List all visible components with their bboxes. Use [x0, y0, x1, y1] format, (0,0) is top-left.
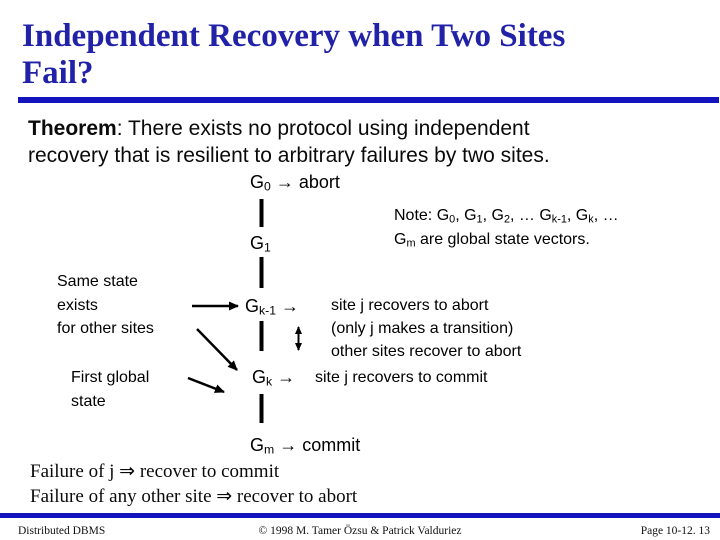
footer-left: Distributed DBMS [18, 525, 106, 537]
theorem-line2: recovery that is resilient to arbitrary … [28, 144, 550, 167]
title-rule [18, 97, 719, 103]
gk-label: Gk → [252, 367, 296, 389]
slide-title-line2: Fail? [22, 55, 94, 91]
note-line1: Note: G0, G1, G2, … Gk-1, Gk, … [394, 207, 619, 226]
theorem-line1: Theorem: There exists no protocol using … [28, 115, 550, 142]
gk-description: site j recovers to commit [315, 369, 488, 386]
failure-line2: Failure of any other site ⇒ recover to a… [30, 486, 358, 507]
failure-notes: Failure of j ⇒ recover to commit Failure… [30, 459, 357, 509]
slide-title: Independent Recovery when Two Sites Fail… [22, 18, 565, 92]
gk-1-label: Gk-1 → [245, 296, 300, 318]
theorem-line1-rest: : There exists no protocol using indepen… [116, 117, 530, 140]
slide-title-line1: Independent Recovery when Two Sites [22, 18, 566, 54]
gk-1-description: site j recovers to abort (only j makes a… [331, 297, 522, 360]
same-state-label: Same state exists for other sites [57, 273, 154, 337]
first-global-label: First global state [71, 369, 150, 410]
gm-label: Gm → commit [250, 435, 361, 457]
theorem-label: Theorem [28, 117, 117, 140]
failure-line1: Failure of j ⇒ recover to commit [30, 461, 280, 482]
footer-rule [0, 513, 720, 518]
theorem-text: Theorem: There exists no protocol using … [28, 115, 550, 169]
first-global-arrow [187, 376, 225, 394]
same-state-diagonal-arrow [196, 328, 238, 371]
footer-right: Page 10-12. 13 [640, 525, 710, 537]
note: Note: G0, G1, G2, … Gk-1, Gk, … Gm are g… [394, 204, 619, 252]
g0-label: G0 → abort [250, 172, 340, 194]
g1-label: G1 [250, 233, 271, 255]
note-line2: Gm are global state vectors. [394, 231, 590, 250]
footer-center: © 1998 M. Tamer Özsu & Patrick Valduriez [258, 525, 462, 537]
